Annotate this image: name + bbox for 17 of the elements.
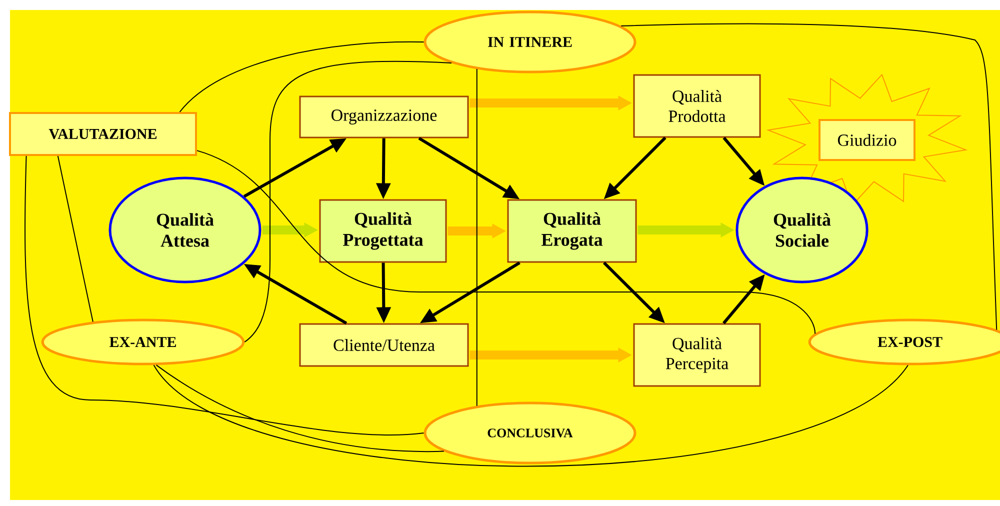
connector-line	[156, 364, 444, 452]
connector-line	[24, 156, 424, 436]
label-box: Giudizio	[818, 119, 916, 161]
quality-box: Qualità Erogata	[507, 199, 637, 263]
heading-box: VALUTAZIONE	[9, 112, 197, 156]
connector-line	[476, 68, 478, 406]
concept-box: Qualità Prodotta	[633, 74, 761, 138]
connector-line	[57, 156, 94, 322]
concept-box: Qualità Percepita	[633, 323, 761, 387]
connector-line	[179, 41, 424, 112]
connector-line	[153, 364, 908, 467]
concept-box: Cliente/Utenza	[299, 323, 469, 367]
connector-line	[196, 150, 816, 334]
connector-line	[620, 23, 998, 330]
quality-box: Qualità Progettata	[319, 199, 447, 263]
connector-line	[244, 60, 452, 342]
concept-box: Organizzazione	[299, 96, 469, 138]
